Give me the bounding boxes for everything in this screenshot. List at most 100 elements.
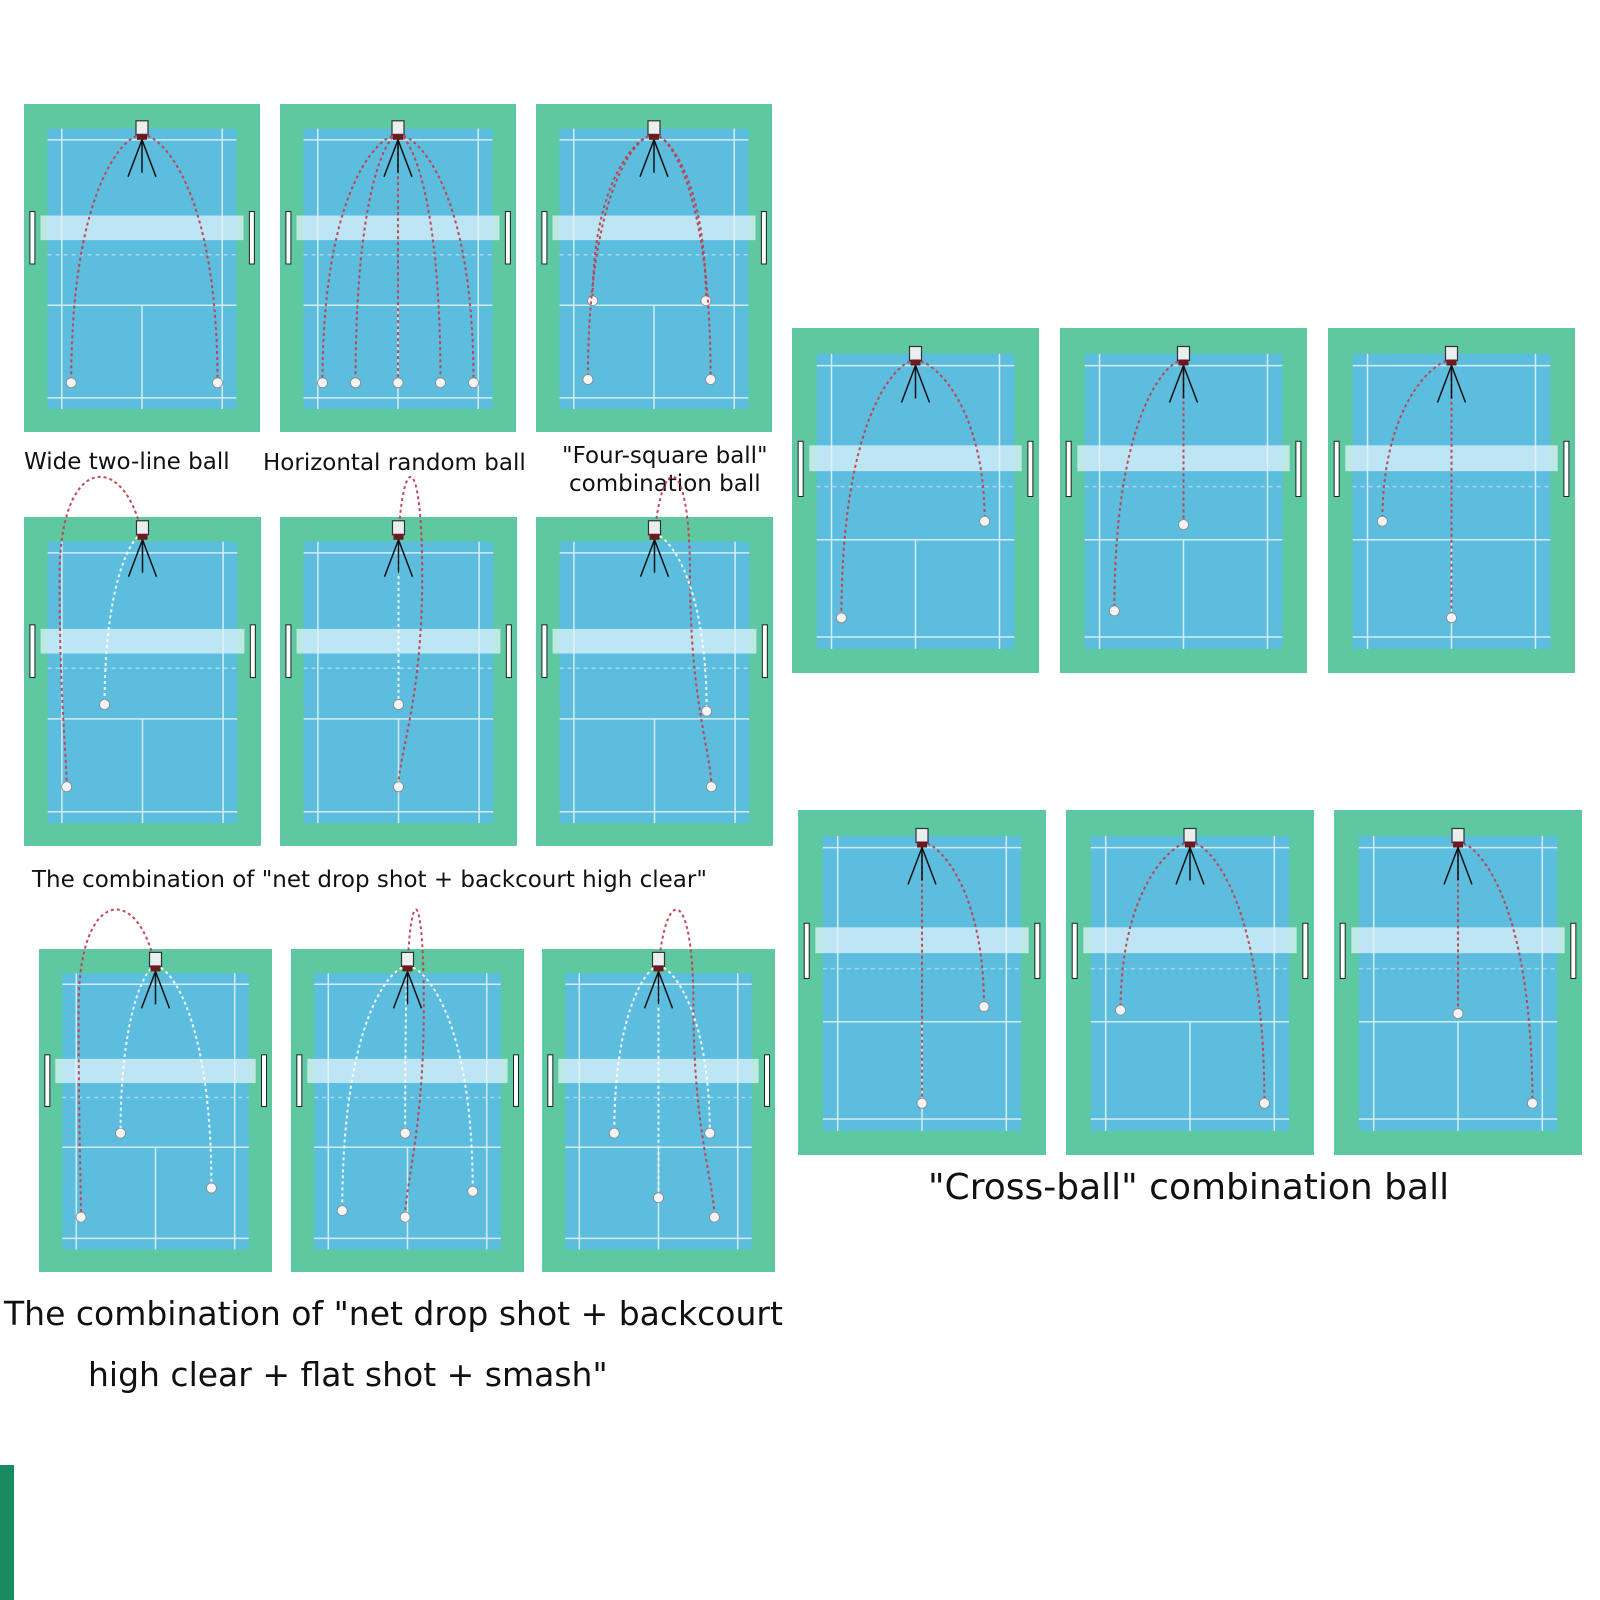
court-smash-1	[39, 908, 272, 1272]
court-lines	[62, 973, 249, 1250]
court-smash-3	[542, 908, 775, 1272]
net-post-left	[44, 1054, 51, 1107]
court-net-drop-2	[280, 475, 517, 846]
caption-horizontal-random: Horizontal random ball	[263, 450, 526, 476]
trajectory-red	[404, 908, 425, 1218]
shuttlecock-icon	[317, 377, 328, 389]
shuttlecock-icon	[1258, 1097, 1270, 1109]
ball-machine-icon	[127, 520, 158, 578]
ball-machine-icon	[1168, 345, 1199, 403]
shuttlecock-icon	[1452, 1008, 1464, 1019]
net-post-right	[248, 211, 255, 265]
ball-machine-icon	[140, 951, 171, 1009]
shuttlecock-icon	[75, 1211, 87, 1223]
court-cross-lower-3	[1334, 810, 1582, 1155]
ball-machine-icon	[643, 951, 674, 1009]
trajectory-red	[653, 134, 712, 380]
net-post-left	[29, 211, 36, 265]
shuttlecock-icon	[709, 1211, 720, 1223]
shuttlecock-icon	[61, 781, 73, 793]
shuttlecock-icon	[336, 1205, 348, 1217]
shuttlecock-icon	[393, 781, 404, 793]
net-post-right	[1295, 440, 1302, 498]
net	[552, 628, 757, 654]
accent-bar	[0, 1465, 14, 1600]
net-post-right	[249, 624, 256, 678]
shuttlecock-icon	[399, 1211, 411, 1223]
shuttlecock-icon	[653, 1192, 664, 1204]
court-wide-two-line	[24, 104, 260, 432]
caption-four-square-line1: "Four-square ball"	[562, 443, 768, 469]
shuttlecock-icon	[587, 295, 599, 307]
shuttlecock-icon	[836, 612, 847, 624]
ball-machine-icon	[127, 120, 157, 178]
net-post-left	[541, 624, 548, 678]
shuttlecock-icon	[435, 377, 446, 389]
ball-machine-icon	[1443, 827, 1473, 885]
shuttlecock-icon	[608, 1127, 620, 1139]
net-post-left	[547, 1054, 554, 1107]
trajectory-red	[70, 134, 143, 383]
shuttlecock-icon	[1115, 1004, 1126, 1016]
court-four-square	[536, 104, 772, 432]
court-net-drop-1	[24, 475, 261, 846]
shuttlecock-icon	[1178, 519, 1189, 531]
trajectory-white	[341, 966, 409, 1211]
ball-machine-icon	[639, 120, 669, 178]
net	[55, 1058, 256, 1084]
net-post-right	[1034, 922, 1041, 980]
shuttlecock-icon	[1108, 605, 1120, 617]
court-cross-upper-3	[1328, 328, 1575, 673]
net-post-right	[761, 624, 768, 678]
court-net-drop-3	[536, 475, 773, 846]
net-post-right	[505, 624, 512, 678]
caption-cross-ball: "Cross-ball" combination ball	[928, 1167, 1450, 1208]
ball-machine-icon	[907, 827, 937, 885]
ball-machine-icon	[639, 520, 670, 578]
shuttlecock-icon	[1376, 515, 1388, 527]
ball-machine-icon	[1436, 345, 1467, 403]
court-lines	[559, 128, 749, 410]
ball-machine-icon	[392, 951, 423, 1009]
net	[552, 215, 756, 241]
ball-machine-icon	[383, 120, 413, 178]
court-cross-upper-1	[792, 328, 1039, 673]
net-post-right	[504, 211, 511, 265]
court-cross-upper-2	[1060, 328, 1307, 673]
net-post-left	[1065, 440, 1072, 498]
ball-machine-icon	[383, 520, 414, 578]
net-post-right	[261, 1054, 268, 1107]
trajectory-red	[1113, 360, 1185, 611]
net-post-left	[1339, 922, 1346, 980]
court-lines	[1090, 835, 1290, 1131]
trajectory-red	[77, 908, 157, 1218]
trajectory-white	[154, 966, 213, 1189]
trajectory-red	[586, 134, 655, 380]
shuttlecock-icon	[1526, 1097, 1538, 1109]
shuttlecock-icon	[701, 705, 713, 717]
caption-net-drop-smash-line2: high clear + flat shot + smash"	[88, 1355, 608, 1394]
trajectory-red	[657, 908, 716, 1218]
net-post-left	[285, 211, 292, 265]
trajectory-red	[397, 134, 442, 383]
shuttlecock-icon	[704, 1127, 716, 1139]
shuttlecock-icon	[582, 374, 594, 385]
shuttlecock-icon	[393, 699, 404, 710]
trajectory-red	[397, 475, 424, 787]
shuttlecock-icon	[65, 377, 77, 389]
net-post-left	[296, 1054, 303, 1107]
shuttlecock-icon	[392, 377, 404, 389]
court-lines	[816, 353, 1015, 649]
net-post-left	[1333, 440, 1340, 498]
net	[307, 1058, 508, 1084]
trajectory-red	[1119, 841, 1191, 1011]
net-post-right	[1027, 440, 1034, 498]
net-post-left	[803, 922, 810, 980]
shuttlecock-icon	[916, 1097, 928, 1109]
net-post-right	[513, 1054, 520, 1107]
net-post-left	[541, 211, 548, 265]
net-post-right	[1570, 922, 1577, 980]
court-lines	[1358, 835, 1558, 1131]
shuttlecock-icon	[705, 374, 717, 385]
shuttlecock-icon	[700, 295, 712, 307]
